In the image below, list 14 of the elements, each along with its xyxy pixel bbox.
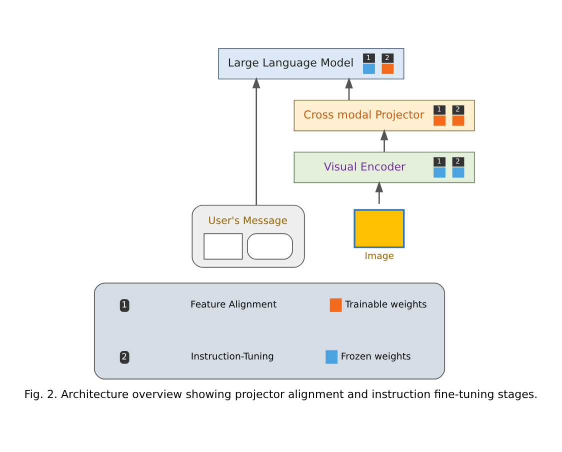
node-box: User's Message — [192, 204, 305, 268]
label: Feature Alignment — [190, 299, 277, 310]
arrow — [380, 128, 388, 152]
node-label: Image — [364, 250, 394, 262]
caption: Fig. 2. Architecture overview showing projector alignment and instruction fine-tuning stages. — [24, 388, 538, 401]
node-box — [94, 282, 446, 380]
legend-label: Trainable weights — [345, 299, 427, 310]
arrow — [375, 180, 384, 204]
arrow — [252, 76, 260, 205]
label: 2 — [122, 352, 128, 362]
label: 1 — [122, 300, 128, 310]
label: Instruction-Tuning — [190, 350, 274, 362]
legend-label: Frozen weights — [340, 350, 411, 362]
arrow — [345, 76, 353, 100]
